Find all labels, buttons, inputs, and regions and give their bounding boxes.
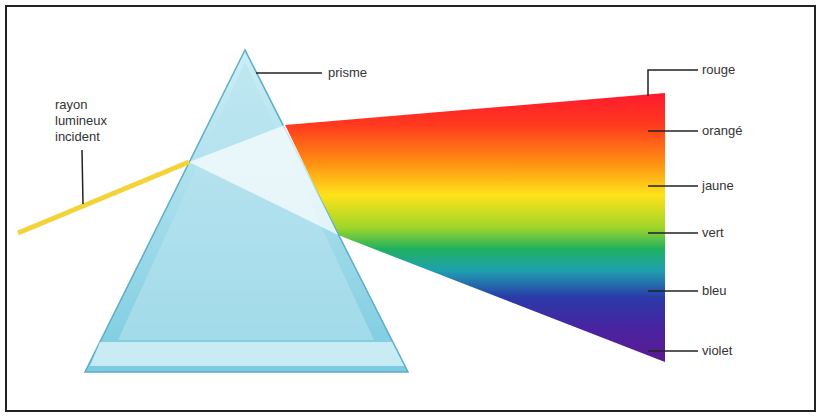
color-label: violet	[702, 343, 732, 359]
leader-lines	[82, 70, 698, 351]
part-label: prisme	[328, 65, 367, 81]
ray-label: rayon lumineux incident	[55, 97, 107, 145]
incident-ray	[18, 162, 189, 233]
prism-base	[90, 342, 404, 366]
color-label: vert	[702, 225, 724, 241]
color-label: bleu	[702, 283, 727, 299]
color-label: jaune	[702, 178, 734, 194]
prism-body	[85, 50, 408, 372]
color-label: orangé	[702, 123, 742, 139]
frame	[6, 6, 815, 411]
color-label: rouge	[702, 62, 735, 78]
inner-beam	[189, 125, 338, 235]
prism-facet	[118, 62, 374, 340]
